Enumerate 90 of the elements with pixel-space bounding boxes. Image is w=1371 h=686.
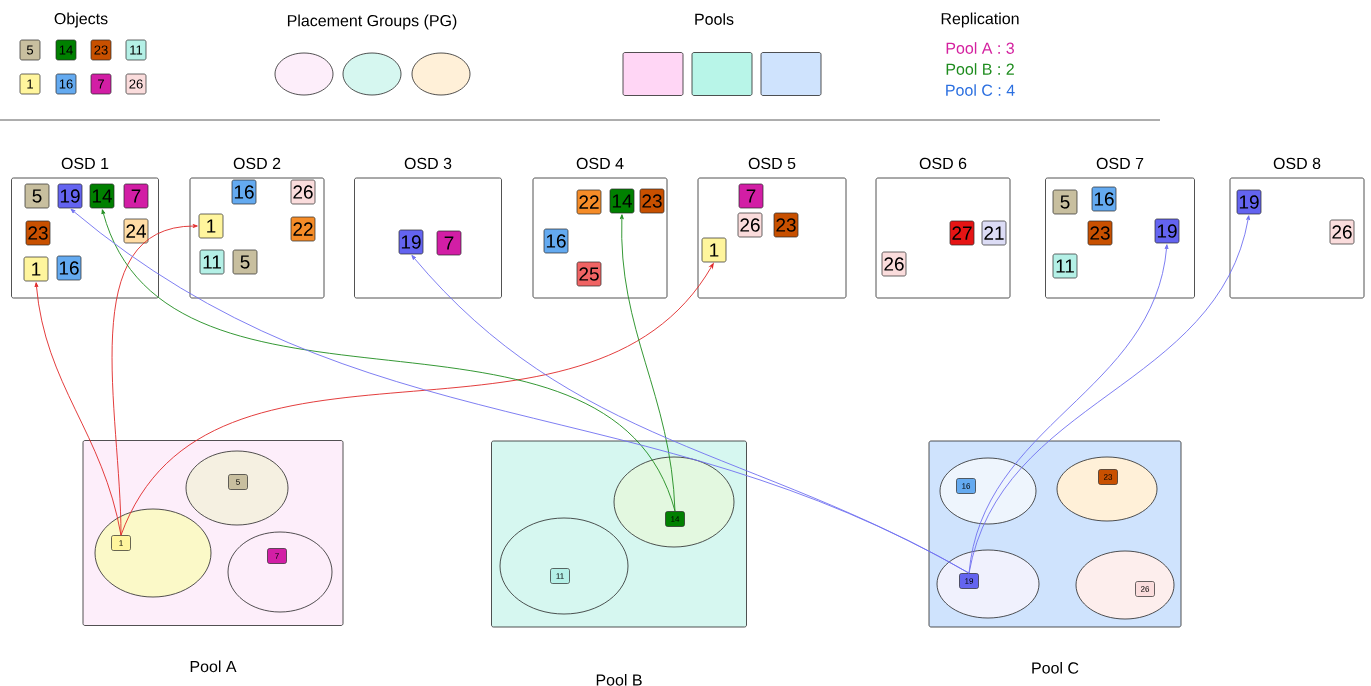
group-ellipse bbox=[411, 52, 471, 96]
object-square: 19 bbox=[959, 573, 979, 589]
object-square: 11 bbox=[550, 568, 570, 584]
heading: Pools bbox=[695, 13, 734, 25]
object-square: 16 bbox=[55, 73, 77, 95]
group-ellipse bbox=[185, 450, 289, 526]
object-square: 1 bbox=[701, 237, 727, 263]
node-label: Pool C bbox=[1032, 661, 1079, 674]
object-square: 19 bbox=[1154, 218, 1180, 244]
object-square: 7 bbox=[267, 548, 287, 564]
object-square: 22 bbox=[290, 216, 316, 242]
object-square: 11 bbox=[1052, 253, 1078, 279]
node-label: OSD 8 bbox=[1273, 157, 1321, 170]
object-square: 1 bbox=[111, 535, 131, 551]
object-square: 19 bbox=[1236, 189, 1262, 215]
object-square: 1 bbox=[19, 73, 41, 95]
arrow bbox=[111, 224, 198, 536]
object-square: 16 bbox=[56, 255, 82, 281]
arrow bbox=[619, 214, 676, 512]
object-square: 26 bbox=[125, 73, 147, 95]
object-square: 5 bbox=[19, 39, 41, 61]
object-square: 14 bbox=[609, 188, 635, 214]
node-label: Pool A bbox=[190, 660, 237, 673]
heading: Objects bbox=[54, 12, 108, 28]
object-square: 14 bbox=[665, 511, 685, 527]
object-square: 23 bbox=[90, 39, 112, 61]
heading: Replication bbox=[941, 12, 1019, 28]
object-square: 1 bbox=[23, 256, 49, 282]
group-ellipse bbox=[613, 456, 735, 548]
object-square: 25 bbox=[576, 261, 602, 287]
node-label: OSD 1 bbox=[61, 157, 109, 170]
object-square: 16 bbox=[1091, 186, 1117, 212]
heading: Placement Groups (PG) bbox=[287, 14, 457, 30]
group-ellipse bbox=[1075, 550, 1175, 620]
object-square: 11 bbox=[199, 249, 225, 275]
node-label: OSD 3 bbox=[404, 157, 452, 170]
object-square: 7 bbox=[436, 230, 462, 256]
object-square: 23 bbox=[1087, 220, 1113, 246]
object-square: 7 bbox=[123, 183, 149, 209]
object-square: 26 bbox=[1329, 219, 1355, 245]
arrow bbox=[411, 254, 970, 574]
group-ellipse bbox=[936, 549, 1040, 619]
object-square: 7 bbox=[738, 183, 764, 209]
node-label: OSD 5 bbox=[748, 157, 796, 170]
object-square: 26 bbox=[290, 179, 316, 205]
node-label: OSD 2 bbox=[233, 157, 281, 170]
replication-text: Pool C : 4 bbox=[946, 84, 1015, 96]
node-label: OSD 4 bbox=[576, 157, 624, 170]
object-square: 16 bbox=[543, 228, 569, 254]
object-square: 19 bbox=[398, 229, 424, 255]
group-ellipse bbox=[227, 531, 333, 613]
object-square: 5 bbox=[228, 474, 248, 490]
object-square: 23 bbox=[25, 220, 51, 246]
pool-swatch bbox=[622, 52, 684, 96]
group-ellipse bbox=[499, 517, 629, 615]
node-label: Pool B bbox=[596, 673, 642, 686]
object-square: 27 bbox=[949, 220, 975, 246]
group-ellipse bbox=[939, 457, 1037, 525]
object-square: 7 bbox=[90, 73, 112, 95]
group-ellipse bbox=[274, 52, 334, 96]
replication-text: Pool B : 2 bbox=[946, 63, 1014, 75]
object-square: 26 bbox=[881, 251, 907, 277]
object-square: 1 bbox=[198, 213, 224, 239]
group-ellipse bbox=[94, 508, 212, 598]
arrow bbox=[968, 215, 1250, 574]
pool-swatch bbox=[691, 52, 753, 96]
object-square: 16 bbox=[231, 179, 257, 205]
object-square: 14 bbox=[89, 183, 115, 209]
group-ellipse bbox=[342, 52, 402, 96]
object-square: 26 bbox=[1135, 581, 1155, 597]
object-square: 14 bbox=[55, 39, 77, 61]
object-square: 19 bbox=[57, 183, 83, 209]
object-square: 23 bbox=[773, 212, 799, 238]
object-square: 11 bbox=[125, 39, 147, 61]
object-square: 26 bbox=[737, 212, 763, 238]
replication-text: Pool A : 3 bbox=[946, 42, 1014, 54]
object-square: 24 bbox=[123, 218, 149, 244]
object-square: 5 bbox=[232, 249, 258, 275]
object-square: 23 bbox=[1098, 469, 1118, 485]
arrow bbox=[120, 263, 714, 536]
object-square: 5 bbox=[1052, 189, 1078, 215]
pool-swatch bbox=[760, 52, 822, 96]
object-square: 22 bbox=[576, 189, 602, 215]
group-ellipse bbox=[1056, 456, 1158, 522]
node-label: OSD 7 bbox=[1096, 157, 1144, 170]
node-label: OSD 6 bbox=[919, 157, 967, 170]
object-square: 5 bbox=[24, 183, 50, 209]
object-square: 21 bbox=[981, 220, 1007, 246]
object-square: 16 bbox=[956, 478, 976, 494]
object-square: 23 bbox=[639, 188, 665, 214]
